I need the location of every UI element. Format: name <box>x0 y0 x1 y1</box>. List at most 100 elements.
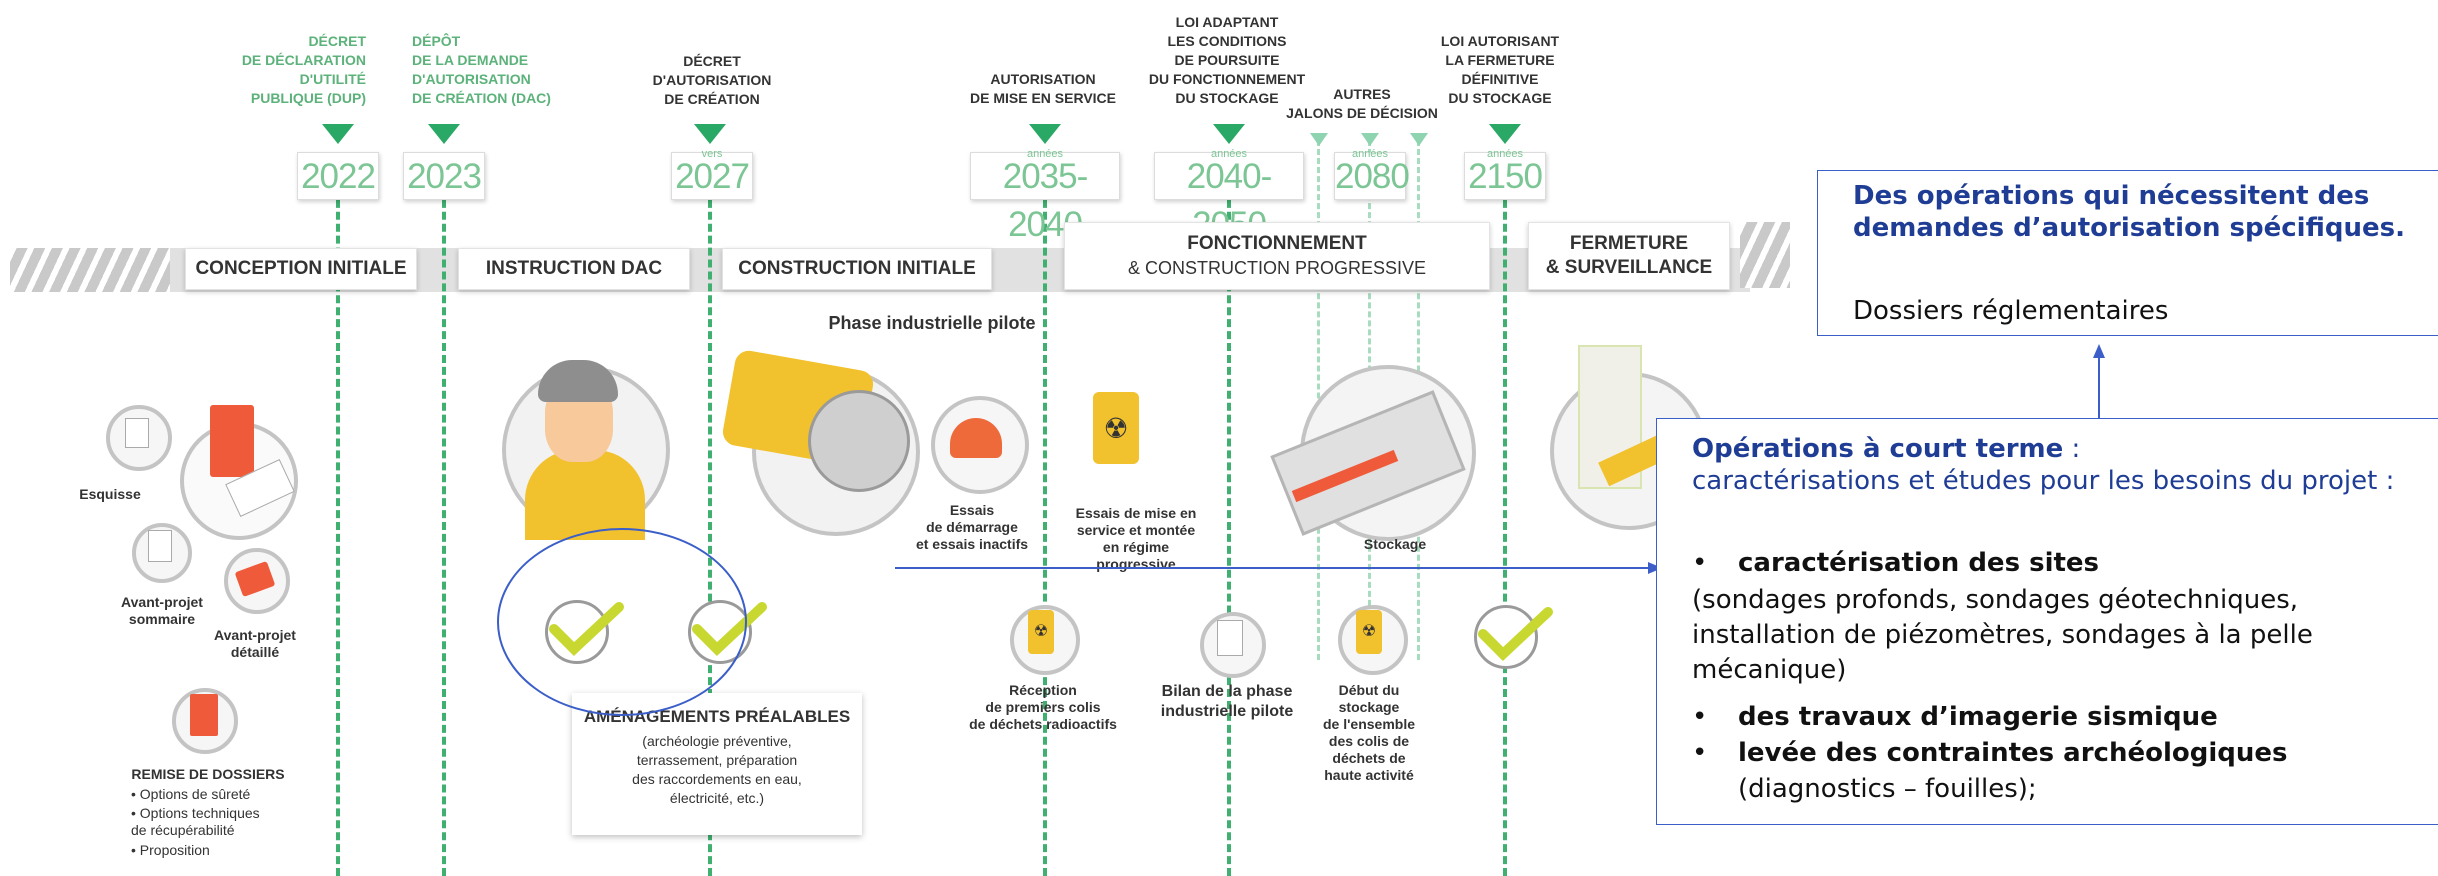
main-callout-bullet-1-line: • caractérisation des sites <box>1692 547 2432 579</box>
esquisse-icon <box>125 418 149 448</box>
phase-fonctionnement-title: FONCTIONNEMENT <box>1187 233 1367 254</box>
checkmark-amenagements-2 <box>688 600 767 664</box>
milestone-arrow-2040 <box>1213 124 1245 144</box>
year-box-2023: 2023 <box>403 152 485 200</box>
top-callout-bold: Des opérations qui nécessitent des deman… <box>1853 181 2405 243</box>
person-hair <box>538 360 618 402</box>
check-icon <box>549 602 624 656</box>
timeline-line-2040 <box>1227 176 1231 876</box>
label-avant-projet-detaille: Avant-projet détaillé <box>214 627 296 660</box>
phase-fonctionnement: FONCTIONNEMENT & CONSTRUCTION PROGRESSIV… <box>1064 222 1490 290</box>
milestone-arrow-decision-1 <box>1310 133 1328 146</box>
remise-item-surete: • Options de sûreté <box>131 786 251 802</box>
apd-circle <box>224 548 290 614</box>
phase-conception-initiale: CONCEPTION INITIALE <box>185 248 417 290</box>
reception-drum-icon: ☢ <box>1028 610 1054 654</box>
person-body <box>525 450 645 540</box>
milestone-title-dac: DÉPÔT DE LA DEMANDE D'AUTORISATION DE CR… <box>412 33 551 106</box>
label-debut-stockage: Début du stockage de l'ensemble des coli… <box>1322 682 1416 783</box>
amenagements-title: AMÉNAGEMENTS PRÉALABLES <box>583 707 851 726</box>
check-icon <box>692 602 767 656</box>
main-callout-bullet-1-detail: (sondages profonds, sondages géotechniqu… <box>1692 585 2313 685</box>
milestone-arrow-2022 <box>322 124 354 144</box>
main-callout-bullet-1: caractérisation des sites <box>1738 548 2100 578</box>
milestone-title-mise-en-service: AUTORISATION DE MISE EN SERVICE <box>969 71 1117 106</box>
main-callout-bullet-2-line: • des travaux d’imagerie sismique <box>1692 701 2432 733</box>
remise-item-recuperabilite: • Options techniques de récupérabilité <box>131 805 260 838</box>
remise-item-proposition: • Proposition <box>131 842 210 858</box>
year-label: 2023 <box>407 157 482 196</box>
label-avant-projet-sommaire: Avant-projet sommaire <box>121 594 203 627</box>
amenagements-description: (archéologie préventive, terrassement, p… <box>632 733 802 806</box>
milestone-arrow-2023 <box>428 124 460 144</box>
top-callout: Des opérations qui nécessitent des deman… <box>1817 170 2438 336</box>
label-reception: Réception de premiers colis de déchets r… <box>969 682 1117 732</box>
check-icon <box>1478 607 1553 661</box>
main-callout-title: Opérations à court terme <box>1692 434 2064 464</box>
main-callout-bullet-3: levée des contraintes archéologiques <box>1738 738 2288 768</box>
essais-demarrage-icon <box>950 418 1002 458</box>
year-label: 2080 <box>1335 157 1410 196</box>
label-stockage: Stockage <box>1363 536 1427 552</box>
reception-circle <box>1010 605 1080 675</box>
label-essais-demarrage: Essais de démarrage et essais inactifs <box>915 502 1029 552</box>
aps-circle <box>132 523 192 583</box>
label-bilan: Bilan de la phase industrielle pilote <box>1160 683 1294 720</box>
timeline-stripes-left <box>10 248 180 292</box>
year-label: 2150 <box>1468 157 1543 196</box>
essais-demarrage-circle <box>931 396 1029 494</box>
year-box-2022: 2022 <box>297 152 379 200</box>
milestone-title-dup: DÉCRET DE DÉCLARATION D'UTILITÉ PUBLIQUE… <box>241 33 366 106</box>
label-remise-de-dossiers: REMISE DE DOSSIERS <box>131 766 285 782</box>
main-callout-bullet-3-line: • levée des contraintes archéologiques <box>1692 737 2432 769</box>
remise-document-icon <box>190 694 218 736</box>
binder-icon <box>210 405 254 477</box>
phase-fermeture-surveillance: FERMETURE & SURVEILLANCE <box>1528 222 1730 290</box>
milestone-arrow-decision-2 <box>1361 133 1379 146</box>
milestone-title-autres-jalons: AUTRES JALONS DE DÉCISION <box>1286 86 1438 121</box>
bullet-marker: • <box>1692 738 1708 768</box>
timeline-stripes-right <box>1740 222 1790 288</box>
phase-fonctionnement-subtitle: & CONSTRUCTION PROGRESSIVE <box>1127 258 1427 278</box>
main-callout-subtitle: caractérisations et études pour les beso… <box>1692 466 2395 496</box>
radioactive-drum-icon: ☢ <box>1093 392 1139 464</box>
amenagements-box <box>572 693 862 835</box>
timeline-line-2035 <box>1043 176 1047 876</box>
milestone-arrow-2035 <box>1029 124 1061 144</box>
milestone-title-loi-fermeture: LOI AUTORISANT LA FERMETURE DÉFINITIVE D… <box>1440 33 1560 106</box>
timeline-line-2150 <box>1503 176 1507 876</box>
bullet-marker: • <box>1692 702 1708 732</box>
up-arrowhead <box>2093 344 2105 358</box>
main-callout-title-line: Opérations à court terme : <box>1692 433 2432 465</box>
debut-stockage-drum-icon: ☢ <box>1356 610 1382 654</box>
phase-construction-initiale: CONSTRUCTION INITIALE <box>722 248 992 290</box>
bullet-marker: • <box>1692 548 1708 578</box>
top-callout-normal: Dossiers réglementaires <box>1853 296 2169 326</box>
main-callout: Opérations à court terme : caractérisati… <box>1656 418 2438 825</box>
phase-instruction-dac: INSTRUCTION DAC <box>458 248 690 290</box>
phase-pilot-label: Phase industrielle pilote <box>828 313 1036 333</box>
main-callout-bullet-3-detail: (diagnostics – fouilles); <box>1738 774 2037 804</box>
milestone-arrow-decision-3 <box>1410 133 1428 146</box>
aps-document-icon <box>148 530 172 562</box>
checkmark-amenagements-1 <box>545 600 624 664</box>
main-callout-bullet-2: des travaux d’imagerie sismique <box>1738 702 2218 732</box>
year-label: 2027 <box>675 157 750 196</box>
milestone-arrow-2027 <box>694 124 726 144</box>
highlight-ellipse <box>497 528 747 716</box>
timeline-line-2023 <box>442 176 446 876</box>
checkmark-fermeture <box>1474 605 1553 669</box>
milestone-title-creation: DÉCRET D'AUTORISATION DE CRÉATION <box>652 53 772 107</box>
label-esquisse: Esquisse <box>79 486 141 502</box>
tunnel-machine-cutter <box>808 390 910 492</box>
timeline-line-2022 <box>336 176 340 876</box>
milestone-arrow-2150 <box>1489 124 1521 144</box>
timeline-line-2027 <box>708 176 712 876</box>
milestone-title-loi-fonctionnement: LOI ADAPTANT LES CONDITIONS DE POURSUITE… <box>1148 14 1306 106</box>
year-label: 2022 <box>301 157 376 196</box>
connector-arrowhead <box>1648 562 1662 574</box>
